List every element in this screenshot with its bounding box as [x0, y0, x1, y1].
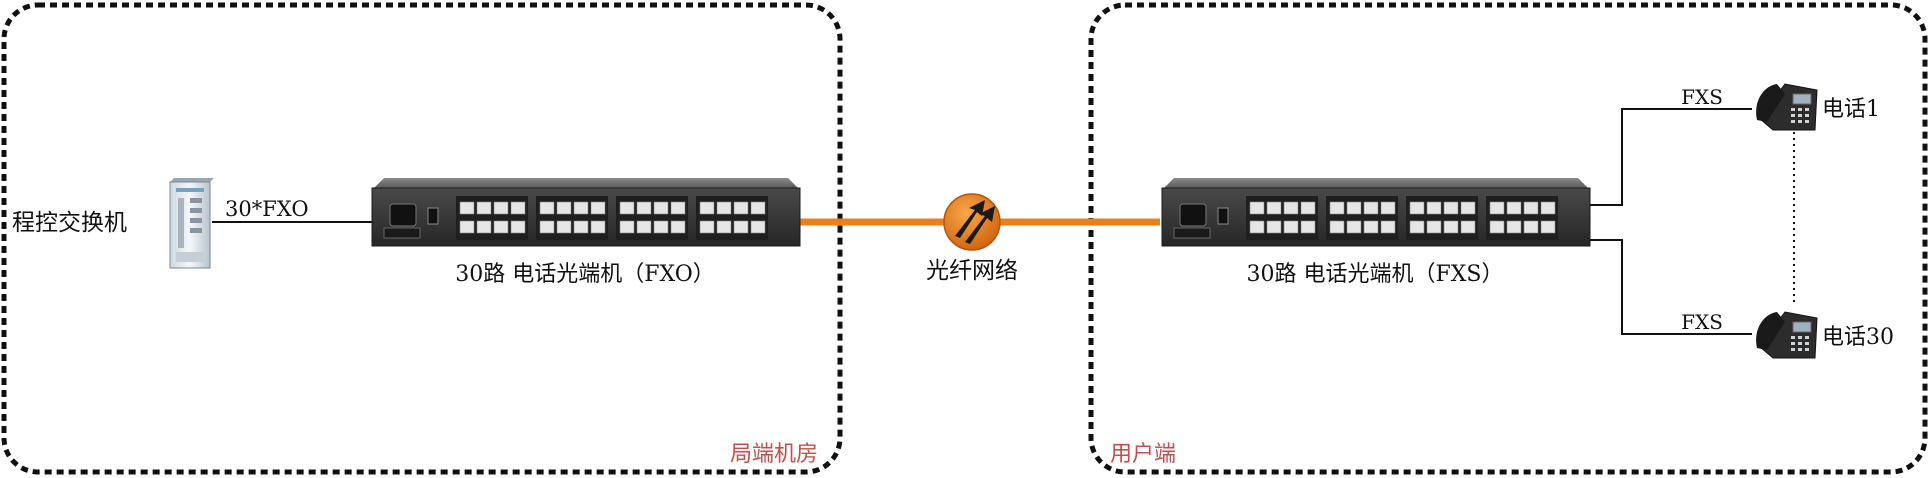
rj-port-icon: [1489, 220, 1505, 234]
exchange-cabinet-icon: [169, 178, 214, 269]
rj-port-icon: [590, 201, 606, 215]
rj-port-icon: [1506, 220, 1522, 234]
exchange-label: 程控交换机: [12, 210, 127, 236]
rj-port-icon: [510, 220, 526, 234]
fiber-network-icon: [943, 193, 1001, 251]
desk-phone-icon: [1756, 311, 1818, 359]
rj-port-icon: [493, 201, 509, 215]
rj-port-icon: [619, 201, 635, 215]
rj-port-icon: [1460, 201, 1476, 215]
rj-port-icon: [1329, 220, 1345, 234]
desk-phone-icon: [1756, 83, 1818, 131]
rj-port-icon: [459, 220, 475, 234]
rj-port-icon: [1409, 201, 1425, 215]
rj-port-icon: [699, 220, 715, 234]
rj-port-icon: [539, 220, 555, 234]
rj-port-icon: [1506, 201, 1522, 215]
rj-port-icon: [1523, 220, 1539, 234]
device-left-label: 30路 电话光端机（FXO）: [455, 262, 715, 287]
rj-port-icon: [1380, 201, 1396, 215]
phone30-label: 电话30: [1822, 325, 1894, 350]
rj-port-icon: [1266, 201, 1282, 215]
rj-port-icon: [556, 201, 572, 215]
rj-port-icon: [1346, 201, 1362, 215]
rj-port-icon: [1363, 220, 1379, 234]
rj-port-icon: [670, 201, 686, 215]
rj-port-icon: [1460, 220, 1476, 234]
rj-port-icon: [750, 220, 766, 234]
zone-right-label: 用户端: [1110, 442, 1176, 467]
rj-port-icon: [699, 201, 715, 215]
exchange-link-label: 30*FXO: [225, 197, 309, 221]
rj-port-icon: [1409, 220, 1425, 234]
rj-port-icon: [1523, 201, 1539, 215]
rj-port-icon: [1443, 201, 1459, 215]
phone30-port-label: FXS: [1681, 310, 1723, 334]
rj-port-icon: [1300, 201, 1316, 215]
device-right-label: 30路 电话光端机（FXS）: [1247, 262, 1504, 287]
rj-port-icon: [573, 201, 589, 215]
rj-port-icon: [459, 201, 475, 215]
rj-port-icon: [590, 220, 606, 234]
rj-port-icon: [573, 220, 589, 234]
phone1-port-label: FXS: [1681, 85, 1723, 109]
rj-port-icon: [476, 201, 492, 215]
rj-port-icon: [1283, 220, 1299, 234]
power-switch-icon: [1217, 207, 1229, 225]
optical-terminal-right: [1161, 178, 1591, 247]
rj-port-icon: [750, 201, 766, 215]
zone-left-border: [1, 2, 843, 475]
rj-port-icon: [510, 201, 526, 215]
rj-port-icon: [733, 201, 749, 215]
rj-port-icon: [716, 201, 732, 215]
power-switch-icon: [427, 207, 439, 225]
rj-port-icon: [619, 220, 635, 234]
rj-port-icon: [1363, 201, 1379, 215]
rj-port-icon: [716, 220, 732, 234]
rj-port-icon: [476, 220, 492, 234]
fiber-label: 光纤网络: [926, 258, 1018, 284]
rj-port-icon: [1380, 220, 1396, 234]
rj-port-icon: [1540, 220, 1556, 234]
power-socket-icon: [383, 203, 421, 239]
rj-port-icon: [1346, 220, 1362, 234]
rj-port-icon: [1426, 201, 1442, 215]
rj-port-icon: [1249, 220, 1265, 234]
rj-port-icon: [539, 201, 555, 215]
rj-port-icon: [1283, 201, 1299, 215]
rj-port-icon: [733, 220, 749, 234]
rj-port-icon: [1443, 220, 1459, 234]
rj-port-icon: [493, 220, 509, 234]
rj-port-icon: [636, 220, 652, 234]
phone1-label: 电话1: [1822, 97, 1880, 122]
power-socket-icon: [1173, 203, 1211, 239]
rj-port-icon: [670, 220, 686, 234]
rj-port-icon: [1249, 201, 1265, 215]
rj-port-icon: [1426, 220, 1442, 234]
rj-port-icon: [1489, 201, 1505, 215]
phone30-branch-line: [1590, 239, 1752, 335]
rj-port-icon: [653, 201, 669, 215]
rj-port-icon: [556, 220, 572, 234]
rj-port-icon: [1329, 201, 1345, 215]
optical-terminal-left: [371, 178, 801, 247]
phone1-branch-line: [1590, 108, 1752, 206]
rj-port-icon: [1266, 220, 1282, 234]
rj-port-icon: [1540, 201, 1556, 215]
rj-port-icon: [636, 201, 652, 215]
rj-port-icon: [653, 220, 669, 234]
rj-port-icon: [1300, 220, 1316, 234]
zone-left-label: 局端机房: [730, 442, 818, 467]
